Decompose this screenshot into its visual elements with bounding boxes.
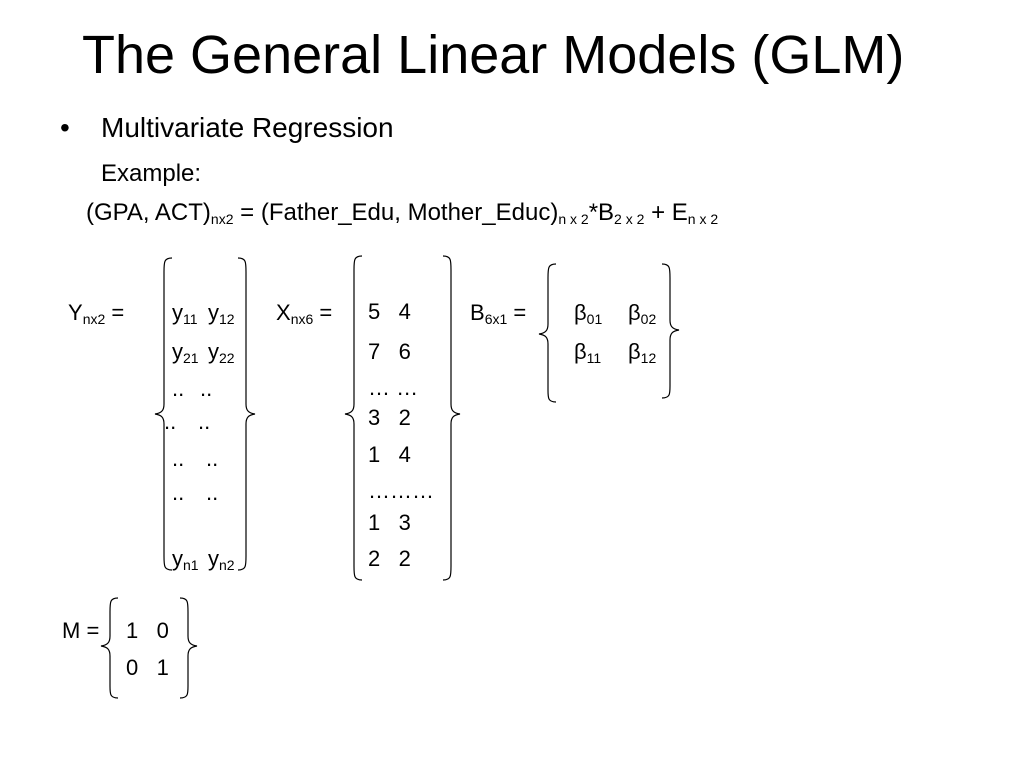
y-matrix-cell: .. (206, 480, 219, 505)
b-right-brace (661, 263, 680, 399)
equation-mid-sub: n x 2 (558, 211, 589, 227)
example-label: Example: (101, 160, 202, 187)
b-matrix-cell: β01 (574, 300, 603, 327)
m-matrix-row: 1 0 (126, 618, 169, 643)
y-left-brace (154, 257, 173, 571)
equation-lhs: (GPA, ACT) (86, 199, 211, 226)
x-matrix-row: 3 2 (368, 405, 411, 430)
equation-times-b: *B (588, 199, 615, 226)
y-matrix-cell: y11 (172, 300, 198, 327)
y-matrix-cell: y22 (208, 339, 235, 366)
m-matrix-label: M = (62, 618, 100, 643)
x-matrix-row: 5 4 (368, 299, 411, 324)
x-matrix-row: … … (368, 375, 419, 400)
y-matrix-cell: y12 (208, 300, 235, 327)
y-matrix-cell: .. (172, 446, 185, 471)
equation-plus-e: + E (644, 199, 688, 226)
equation-lhs-sub: nx2 (210, 211, 234, 227)
b-matrix-cell: β02 (628, 300, 657, 327)
y-matrix-cell: yn1 (172, 546, 199, 573)
y-matrix-cell: .. (206, 446, 219, 471)
slide-title: The General Linear Models (GLM) (82, 25, 905, 85)
y-matrix-cell: .. (200, 376, 213, 401)
b-matrix-label: B6x1 = (470, 300, 527, 327)
b-left-brace (538, 263, 557, 403)
x-matrix-row: 1 3 (368, 510, 411, 535)
y-right-brace (237, 257, 256, 571)
x-matrix-label: Xnx6 = (276, 300, 333, 327)
equation-b-sub: 2 x 2 (614, 211, 645, 227)
y-matrix-cell: .. (198, 409, 211, 434)
x-matrix-row: 7 6 (368, 339, 411, 364)
x-right-brace (442, 255, 461, 581)
m-left-brace (100, 597, 119, 699)
m-matrix-row: 0 1 (126, 655, 169, 680)
y-matrix-cell: y21 (172, 339, 199, 366)
y-matrix-cell: .. (172, 480, 185, 505)
x-matrix-row: 2 2 (368, 546, 411, 571)
bullet-text: Multivariate Regression (101, 112, 394, 143)
model-equation: (GPA, ACT)nx2 = (Father_Edu, Mother_Educ… (86, 199, 718, 227)
x-left-brace (344, 255, 363, 581)
b-matrix-cell: β11 (574, 339, 602, 366)
x-matrix-row: 1 4 (368, 442, 411, 467)
y-matrix-cell: .. (172, 376, 185, 401)
y-matrix-cell: .. (164, 409, 177, 434)
equation-mid: = (Father_Edu, Mother_Educ) (233, 199, 559, 226)
y-matrix-label: Ynx2 = (68, 300, 125, 327)
x-matrix-row: ……… (368, 478, 434, 503)
m-right-brace (179, 597, 198, 699)
y-matrix-cell: yn2 (208, 546, 235, 573)
bullet-marker: • (60, 112, 70, 143)
equation-e-sub: n x 2 (687, 211, 719, 227)
b-matrix-cell: β12 (628, 339, 657, 366)
